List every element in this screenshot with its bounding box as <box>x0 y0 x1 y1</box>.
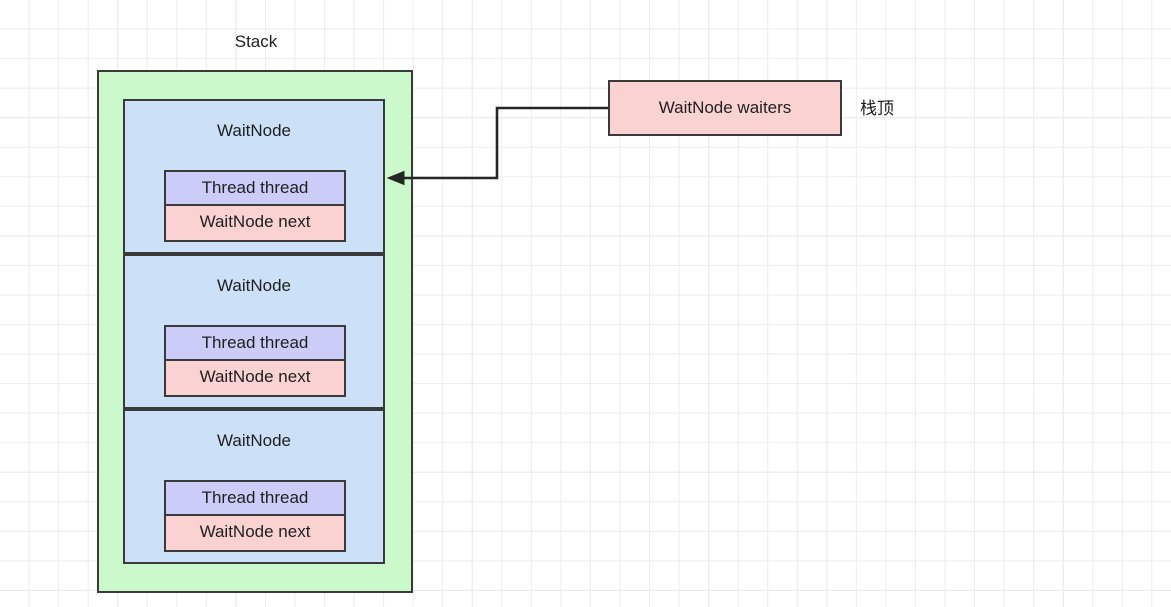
field-waitnode-next-2[interactable]: WaitNode next <box>164 516 346 552</box>
waitnode-title-0: WaitNode <box>216 121 291 140</box>
waitnode-title-2: WaitNode <box>216 431 291 450</box>
stack-title: Stack <box>234 32 278 51</box>
field-waitnode-next-1[interactable]: WaitNode next <box>164 361 346 397</box>
waitnode-fields-2: Thread thread WaitNode next <box>164 480 346 552</box>
field-thread-thread-2[interactable]: Thread thread <box>164 480 346 516</box>
waitnode-fields-1: Thread thread WaitNode next <box>164 325 346 397</box>
field-waitnode-next-0[interactable]: WaitNode next <box>164 206 346 242</box>
field-thread-thread-0[interactable]: Thread thread <box>164 170 346 206</box>
waitnode-title-1: WaitNode <box>216 276 291 295</box>
waitnode-fields-0: Thread thread WaitNode next <box>164 170 346 242</box>
stack-top-annotation: 栈顶 <box>860 99 894 118</box>
waitnode-box-0[interactable]: WaitNode Thread thread WaitNode next <box>123 99 385 254</box>
waiters-pointer-box[interactable]: WaitNode waiters <box>608 80 842 136</box>
waitnode-box-2[interactable]: WaitNode Thread thread WaitNode next <box>123 409 385 564</box>
field-thread-thread-1[interactable]: Thread thread <box>164 325 346 361</box>
waitnode-box-1[interactable]: WaitNode Thread thread WaitNode next <box>123 254 385 409</box>
